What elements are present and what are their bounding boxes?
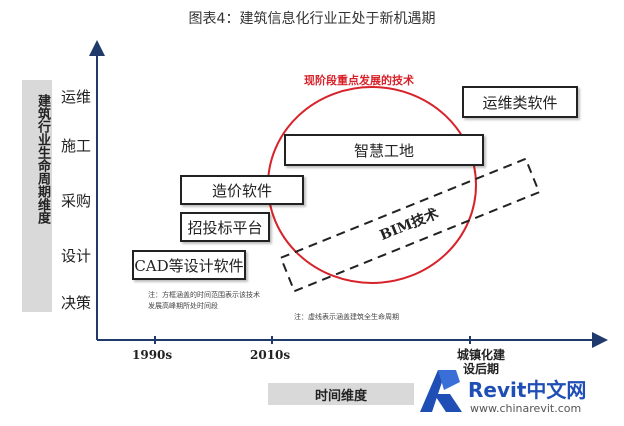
y-level-design: 设计 xyxy=(60,247,91,265)
x-label-2010s: 2010s xyxy=(250,348,291,362)
solid-box-note: 注：方框涵盖的时间范围表示该技术发展高峰期所处时间段 xyxy=(148,291,260,310)
smart-site-box: 智慧工地 xyxy=(284,134,484,166)
x-label-urbanization: 城镇化建设后期 xyxy=(456,348,505,376)
y-axis-title-bar: 建筑行业生命周期维度 xyxy=(22,80,52,312)
x-label-1990s: 1990s xyxy=(132,348,173,362)
y-level-procurement: 采购 xyxy=(60,192,91,210)
y-level-operation: 运维 xyxy=(60,88,91,106)
watermark-brand: Revit中文网 xyxy=(468,378,587,402)
y-level-construction: 施工 xyxy=(60,137,91,155)
y-level-decision: 决策 xyxy=(60,294,91,312)
watermark-url: www.chinarevit.com xyxy=(470,402,582,415)
operation-software-box: 运维类软件 xyxy=(462,86,578,118)
highlight-label: 现阶段重点发展的技术 xyxy=(304,74,414,87)
dashed-line-note: 注：虚线表示涵盖建筑全生命周期 xyxy=(294,313,399,321)
bidding-platform-box: 招投标平台 xyxy=(180,212,270,242)
diagram-title: 图表4：建筑信息化行业正处于新机遇期 xyxy=(188,11,436,27)
revit-logo-icon xyxy=(420,370,462,412)
y-axis-title: 建筑行业生命周期维度 xyxy=(35,94,50,224)
x-axis-title: 时间维度 xyxy=(268,383,414,405)
costing-software-box: 造价软件 xyxy=(180,175,304,205)
cad-software-box: CAD等设计软件 xyxy=(132,250,246,280)
